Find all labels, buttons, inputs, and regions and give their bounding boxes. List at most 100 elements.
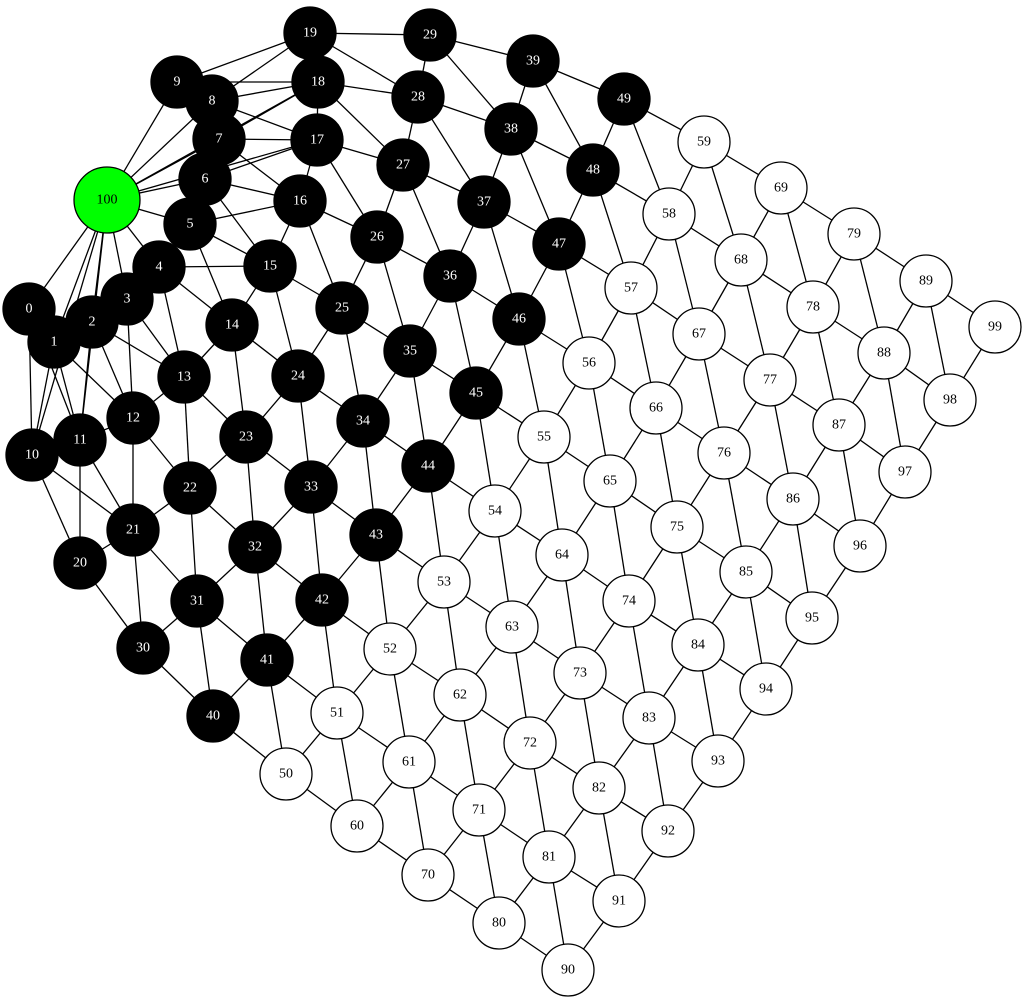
node-96: 96 — [833, 519, 887, 573]
node-4: 4 — [132, 240, 186, 294]
node-circle-36 — [423, 249, 477, 303]
node-circle-49 — [597, 72, 651, 126]
node-51: 51 — [310, 686, 364, 740]
node-label-5: 5 — [187, 217, 194, 232]
node-52: 52 — [363, 622, 417, 676]
node-24: 24 — [271, 349, 325, 403]
node-label-82: 82 — [592, 781, 606, 796]
node-62: 62 — [433, 668, 487, 722]
node-circle-48 — [566, 143, 620, 197]
node-circle-34 — [336, 394, 390, 448]
node-86: 86 — [766, 472, 820, 526]
node-label-16: 16 — [293, 194, 307, 209]
node-17: 17 — [290, 113, 344, 167]
node-circle-41 — [240, 633, 294, 687]
node-circle-32 — [228, 520, 282, 574]
node-label-15: 15 — [263, 259, 277, 274]
node-42: 42 — [295, 573, 349, 627]
node-label-52: 52 — [383, 642, 397, 657]
node-82: 82 — [572, 761, 626, 815]
node-48: 48 — [566, 143, 620, 197]
node-label-29: 29 — [423, 28, 437, 43]
node-57: 57 — [604, 261, 658, 315]
node-circle-99 — [968, 300, 1022, 354]
node-95: 95 — [785, 591, 839, 645]
node-label-65: 65 — [603, 474, 617, 489]
node-circle-43 — [349, 508, 403, 562]
node-53: 53 — [417, 555, 471, 609]
node-label-25: 25 — [335, 301, 349, 316]
node-label-79: 79 — [847, 227, 861, 242]
node-13: 13 — [157, 350, 211, 404]
node-63: 63 — [485, 600, 539, 654]
node-85: 85 — [719, 545, 773, 599]
node-label-1: 1 — [51, 335, 58, 350]
node-label-71: 71 — [472, 803, 486, 818]
node-36: 36 — [423, 249, 477, 303]
node-25: 25 — [315, 281, 369, 335]
node-label-96: 96 — [853, 539, 867, 554]
node-label-72: 72 — [523, 736, 537, 751]
node-circle-26 — [350, 210, 404, 264]
node-circle-61 — [382, 735, 436, 789]
node-22: 22 — [163, 461, 217, 515]
node-circle-3 — [100, 272, 154, 326]
node-circle-25 — [315, 281, 369, 335]
node-14: 14 — [205, 298, 259, 352]
node-label-36: 36 — [443, 269, 457, 284]
node-circle-29 — [403, 8, 457, 62]
node-label-74: 74 — [622, 594, 636, 609]
node-label-10: 10 — [25, 448, 39, 463]
node-78: 78 — [786, 280, 840, 334]
node-circle-72 — [503, 716, 557, 770]
node-circle-17 — [290, 113, 344, 167]
node-67: 67 — [672, 307, 726, 361]
node-90: 90 — [541, 943, 595, 997]
node-38: 38 — [484, 102, 538, 156]
node-50: 50 — [259, 747, 313, 801]
node-circle-86 — [766, 472, 820, 526]
node-58: 58 — [642, 187, 696, 241]
node-label-73: 73 — [573, 666, 587, 681]
node-label-54: 54 — [488, 504, 502, 519]
node-12: 12 — [106, 391, 160, 445]
node-label-30: 30 — [136, 641, 150, 656]
node-circle-52 — [363, 622, 417, 676]
node-circle-22 — [163, 461, 217, 515]
node-label-64: 64 — [555, 548, 569, 563]
node-circle-37 — [457, 175, 511, 229]
node-20: 20 — [53, 536, 107, 590]
node-label-37: 37 — [477, 195, 491, 210]
node-47: 47 — [532, 217, 586, 271]
node-label-55: 55 — [537, 430, 551, 445]
node-label-33: 33 — [304, 480, 318, 495]
node-circle-16 — [273, 174, 327, 228]
node-label-70: 70 — [421, 868, 435, 883]
node-label-46: 46 — [512, 312, 526, 327]
node-label-90: 90 — [561, 963, 575, 978]
node-circle-46 — [492, 292, 546, 346]
node-label-69: 69 — [774, 181, 788, 196]
node-label-77: 77 — [763, 373, 777, 388]
node-circle-62 — [433, 668, 487, 722]
node-91: 91 — [592, 874, 646, 928]
node-label-35: 35 — [403, 344, 417, 359]
node-label-66: 66 — [649, 401, 663, 416]
node-84: 84 — [671, 618, 725, 672]
node-16: 16 — [273, 174, 327, 228]
node-circle-75 — [650, 500, 704, 554]
node-circle-45 — [449, 366, 503, 420]
node-circle-50 — [259, 747, 313, 801]
node-circle-67 — [672, 307, 726, 361]
node-circle-20 — [53, 536, 107, 590]
node-label-4: 4 — [156, 260, 163, 275]
node-label-57: 57 — [624, 281, 638, 296]
node-circle-69 — [754, 161, 808, 215]
node-18: 18 — [291, 55, 345, 109]
node-circle-65 — [583, 454, 637, 508]
node-15: 15 — [243, 239, 297, 293]
node-44: 44 — [401, 439, 455, 493]
node-label-92: 92 — [661, 824, 675, 839]
node-45: 45 — [449, 366, 503, 420]
node-71: 71 — [452, 783, 506, 837]
